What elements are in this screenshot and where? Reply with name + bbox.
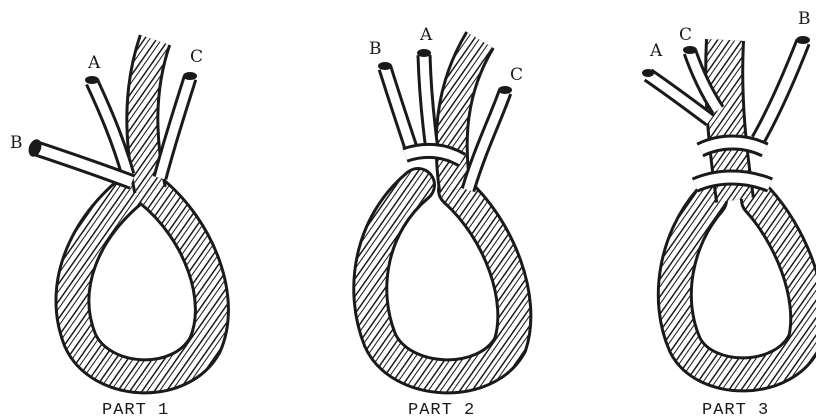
panel-part-3: A C B PART 3 (642, 9, 811, 419)
label-b-3: B (798, 9, 811, 29)
label-c-1: C (190, 47, 203, 67)
caption-part-3: PART 3 (702, 401, 769, 419)
caption-part-1: PART 1 (102, 401, 169, 419)
label-c-2: C (510, 65, 523, 85)
panel-part-1: A C B PART 1 (10, 40, 212, 419)
label-b-1: B (10, 133, 23, 153)
label-a-3: A (649, 41, 663, 61)
label-a-2: A (419, 25, 433, 45)
caption-part-2: PART 2 (408, 401, 475, 419)
label-c-3: C (679, 25, 692, 45)
label-b-2: B (369, 39, 382, 59)
label-a-1: A (87, 53, 101, 73)
panel-part-2: B A C PART 2 (369, 25, 523, 419)
